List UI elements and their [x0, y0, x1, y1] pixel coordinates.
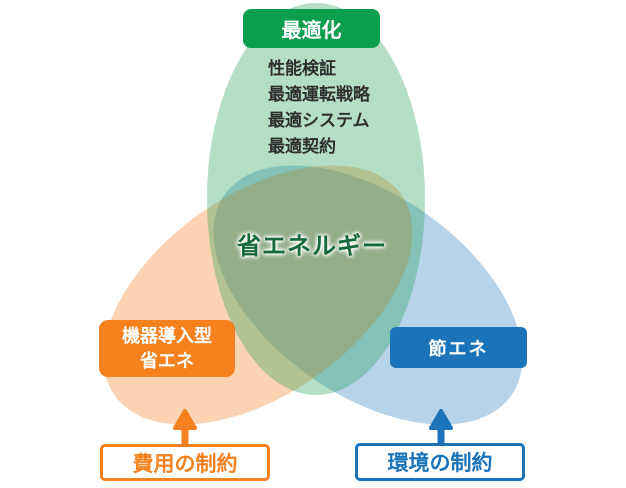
optimization-ellipse [207, 3, 425, 395]
environment-constraint-label: 環境の制約 [387, 452, 493, 475]
equipment-label-line1: 機器導入型 [122, 325, 212, 346]
cost-constraint-box: 費用の制約 [100, 444, 270, 481]
optimization-item: 最適運転戦略 [268, 85, 370, 104]
optimization-item: 最適契約 [268, 137, 336, 156]
environment-constraint-box: 環境の制約 [355, 443, 525, 481]
equipment-badge: 機器導入型 省エネ [99, 320, 235, 377]
energy-saving-badge: 節エネ [390, 327, 527, 368]
energy-saving-label: 節エネ [428, 338, 489, 359]
up-arrow-icon [429, 409, 453, 444]
up-arrow-icon [173, 409, 197, 444]
optimization-title-label: 最適化 [281, 20, 342, 42]
cost-constraint-label: 費用の制約 [132, 452, 238, 476]
optimization-item: 性能検証 [268, 59, 336, 78]
center-label: 省エネルギー [237, 233, 387, 260]
optimization-item: 最適システム [268, 111, 370, 130]
optimization-item-list: 性能検証 最適運転戦略 最適システム 最適契約 [268, 56, 370, 160]
optimization-title-badge: 最適化 [243, 9, 380, 48]
equipment-label-line2: 省エネ [140, 350, 194, 371]
